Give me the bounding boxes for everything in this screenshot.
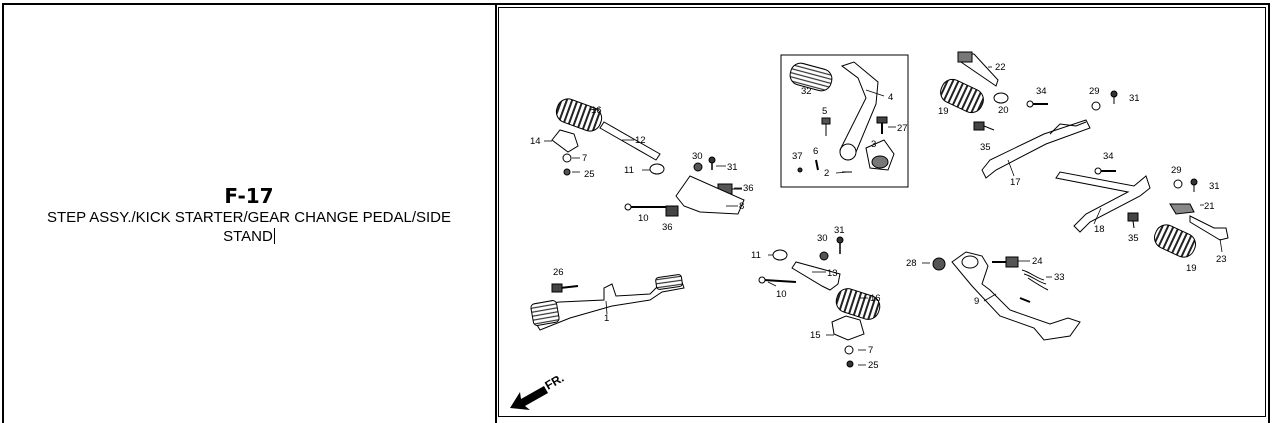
callout-20: 20 bbox=[998, 105, 1009, 116]
callout-16: 16 bbox=[591, 105, 602, 116]
callout-33: 33 bbox=[1054, 272, 1065, 283]
callout-24: 24 bbox=[1032, 256, 1043, 267]
callout-10-lower: 10 bbox=[776, 289, 787, 300]
step-cap bbox=[1169, 203, 1195, 215]
callout-31-right: 31 bbox=[1209, 181, 1220, 192]
step-bar bbox=[599, 121, 661, 161]
callout-25: 25 bbox=[584, 169, 595, 180]
callout-29: 29 bbox=[1089, 86, 1100, 97]
callout-18: 18 bbox=[1094, 224, 1105, 235]
callout-14: 14 bbox=[530, 136, 541, 147]
kick-starter-inset-box bbox=[780, 54, 909, 188]
callout-32: 32 bbox=[801, 86, 812, 97]
callout-34-lower: 34 bbox=[1103, 151, 1114, 162]
callout-31: 31 bbox=[727, 162, 738, 173]
step-rubber-right-front bbox=[940, 78, 984, 114]
step-holder-right-front bbox=[1055, 171, 1151, 233]
callout-31-center: 31 bbox=[834, 225, 845, 236]
washer bbox=[649, 163, 665, 175]
step-rubber-left-front bbox=[555, 98, 603, 132]
callout-3: 3 bbox=[871, 139, 876, 150]
direction-label: FR. bbox=[543, 371, 567, 393]
callout-35: 35 bbox=[980, 142, 991, 153]
callout-1: 1 bbox=[604, 313, 609, 324]
callout-35-lower: 35 bbox=[1128, 233, 1139, 244]
callout-26: 26 bbox=[553, 267, 564, 278]
nut bbox=[932, 257, 946, 271]
callout-31-right-top: 31 bbox=[1129, 93, 1140, 104]
step-rear-bracket bbox=[1189, 215, 1229, 241]
callout-30: 30 bbox=[692, 151, 703, 162]
figure-code: F-17 bbox=[224, 184, 274, 208]
callout-7: 7 bbox=[582, 153, 587, 164]
callout-9: 9 bbox=[974, 296, 979, 307]
callout-7-lower: 7 bbox=[868, 345, 873, 356]
column-divider bbox=[495, 3, 497, 423]
callout-34: 34 bbox=[1036, 86, 1047, 97]
callout-29-lower: 29 bbox=[1171, 165, 1182, 176]
text-cursor bbox=[273, 228, 275, 244]
callout-36: 36 bbox=[743, 183, 754, 194]
callout-19-lower: 19 bbox=[1186, 263, 1197, 274]
figure-description[interactable]: STEP ASSY./KICK STARTER/GEAR CHANGE PEDA… bbox=[46, 209, 452, 245]
callout-12: 12 bbox=[635, 135, 646, 146]
step-rubber-right-rear bbox=[1154, 224, 1196, 258]
front-direction-arrow-icon bbox=[510, 386, 548, 410]
callout-11: 11 bbox=[624, 165, 634, 176]
callout-13: 13 bbox=[827, 268, 838, 279]
callout-37: 37 bbox=[792, 151, 803, 162]
callout-27: 27 bbox=[897, 123, 908, 134]
callout-22: 22 bbox=[995, 62, 1006, 73]
diagram-frame bbox=[498, 7, 1266, 417]
callout-17: 17 bbox=[1010, 177, 1021, 188]
callout-8: 8 bbox=[739, 201, 744, 212]
callout-10: 10 bbox=[638, 213, 649, 224]
step-bracket bbox=[551, 129, 579, 153]
callout-28: 28 bbox=[906, 258, 917, 269]
step-holder-bracket bbox=[675, 175, 745, 215]
callout-19: 19 bbox=[938, 106, 949, 117]
callout-25-lower: 25 bbox=[868, 360, 879, 371]
callout-23: 23 bbox=[1216, 254, 1227, 265]
step-holder-right-rear bbox=[981, 119, 1091, 179]
side-stand-spring bbox=[1021, 269, 1049, 291]
side-stand bbox=[951, 251, 1081, 341]
callout-16-lower: 16 bbox=[870, 293, 881, 304]
callout-21: 21 bbox=[1204, 201, 1215, 212]
table-border bbox=[2, 3, 1270, 423]
callout-6: 6 bbox=[813, 146, 818, 157]
callout-2: 2 bbox=[824, 168, 829, 179]
callout-15: 15 bbox=[810, 330, 821, 341]
kick-rubber bbox=[789, 62, 833, 92]
step-bracket-center bbox=[831, 315, 865, 341]
step-rubber-center bbox=[835, 288, 881, 320]
title-cell: F-17 STEP ASSY./KICK STARTER/GEAR CHANGE… bbox=[4, 184, 494, 246]
callout-11-lower: 11 bbox=[751, 250, 761, 261]
collar bbox=[693, 162, 703, 172]
callout-36-lower: 36 bbox=[662, 222, 673, 233]
callout-30-lower: 30 bbox=[817, 233, 828, 244]
callout-5: 5 bbox=[822, 106, 827, 117]
callout-4: 4 bbox=[888, 92, 893, 103]
step-holder-center bbox=[791, 261, 841, 291]
